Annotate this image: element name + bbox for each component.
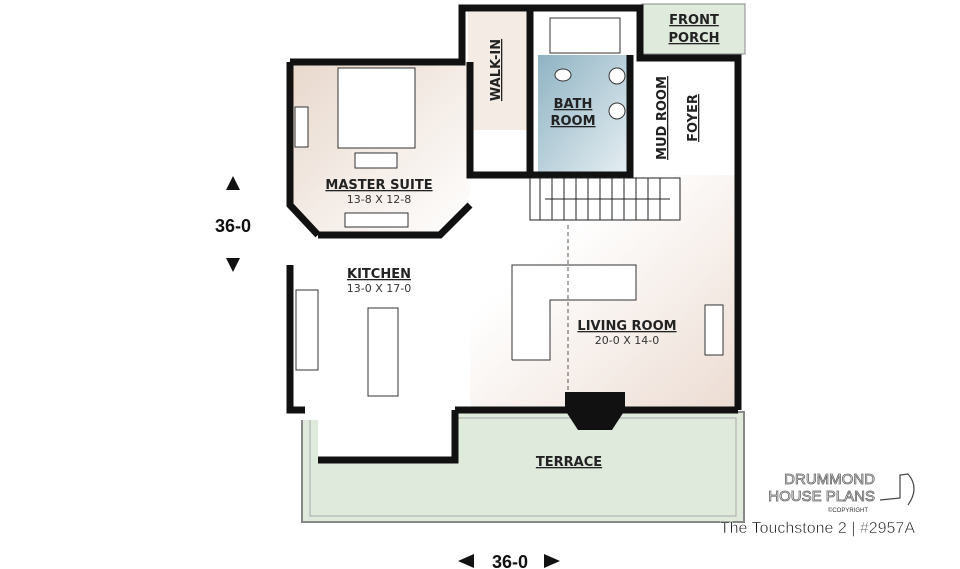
svg-text:HOUSE PLANS: HOUSE PLANS: [768, 488, 875, 505]
walk-in-label: WALK-IN: [489, 39, 504, 101]
sink-icon: [608, 102, 626, 120]
depth-dimension: 36-0: [215, 216, 251, 236]
bath-label-1: BATH: [554, 97, 593, 112]
bed-icon: [337, 67, 416, 149]
fireplace-icon: [565, 392, 625, 430]
toilet-icon: [554, 68, 572, 82]
kitchen-size: 13-0 X 17-0: [347, 282, 411, 295]
living-room-label: LIVING ROOM: [577, 319, 676, 334]
svg-text:©COPYRIGHT: ©COPYRIGHT: [828, 507, 868, 514]
plan-title: The Touchstone 2 | #2957A: [720, 520, 915, 537]
foyer-label: FOYER: [686, 94, 701, 142]
staircase: [529, 177, 681, 221]
porch-label-1: FRONT: [669, 13, 719, 28]
arrow-down-icon: [226, 258, 240, 272]
arrow-right-icon: [544, 554, 560, 568]
porch-label-2: PORCH: [668, 31, 719, 46]
walk-in-area: [468, 12, 533, 130]
drummond-logo: DRUMMOND HOUSE PLANS ©COPYRIGHT: [768, 471, 915, 514]
bathtub-icon: [549, 17, 621, 54]
bath-label-2: ROOM: [550, 114, 595, 129]
svg-text:DRUMMOND: DRUMMOND: [784, 471, 875, 488]
bench-icon: [354, 152, 398, 169]
terrace-label: TERRACE: [536, 455, 602, 470]
master-suite-label: MASTER SUITE: [325, 178, 432, 193]
living-room-size: 20-0 X 14-0: [595, 334, 659, 347]
arrow-up-icon: [226, 176, 240, 190]
desk-icon: [294, 106, 309, 148]
walls: [286, 4, 742, 464]
front-porch-area: [641, 3, 746, 55]
width-dimension: 36-0: [492, 552, 528, 569]
dining-table-icon: [367, 307, 399, 397]
master-suite-size: 13-8 X 12-8: [347, 193, 411, 206]
arrow-left-icon: [458, 554, 474, 568]
kitchen-counter-icon: [295, 289, 319, 371]
kitchen-label: KITCHEN: [347, 267, 411, 282]
sofa-icon: [511, 264, 637, 361]
mud-room-label: MUD ROOM: [655, 76, 670, 160]
tv-unit-icon: [704, 304, 724, 356]
sink-icon: [608, 67, 626, 85]
dresser-icon: [344, 212, 409, 228]
